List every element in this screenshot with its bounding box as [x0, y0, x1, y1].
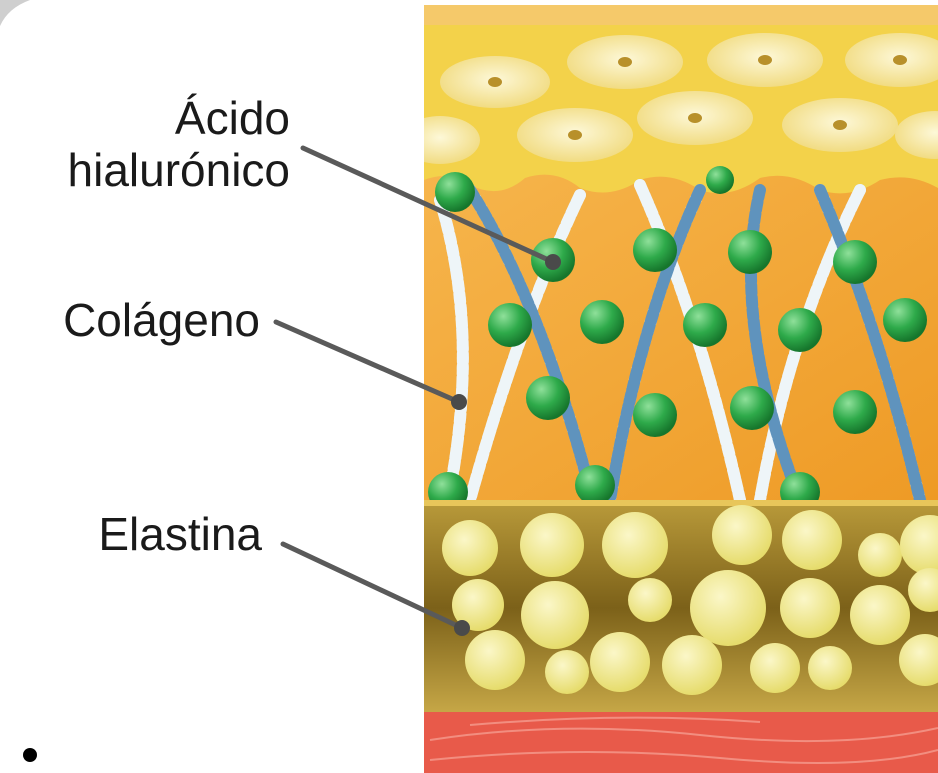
pointer-dot-hyaluronic — [545, 254, 561, 270]
pointer-dot-collagen — [451, 394, 467, 410]
label-elastin: Elastina — [0, 508, 262, 560]
label-collagen: Colágeno — [0, 294, 260, 346]
pointer-dot-elastin — [454, 620, 470, 636]
label-hyaluronic-line-1: Ácido — [0, 92, 290, 144]
bullet-dot — [23, 748, 37, 762]
label-hyaluronic-acid: Ácido hialurónico — [0, 92, 290, 196]
skin-top-edge — [424, 5, 938, 25]
muscle-layer — [424, 712, 938, 773]
label-hyaluronic-line-2: hialurónico — [0, 144, 290, 196]
